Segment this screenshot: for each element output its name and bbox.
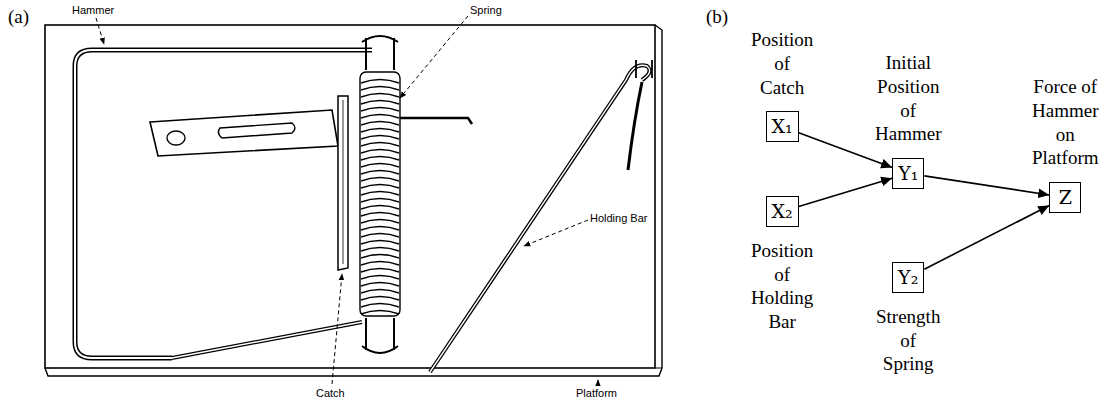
coil-winding (361, 199, 399, 203)
panel-label: (a) (8, 6, 29, 28)
variable-box: X₂ (766, 196, 799, 227)
variable-description: Strength of Spring (876, 305, 940, 376)
bar-cord (628, 82, 642, 170)
coil-winding (361, 108, 399, 112)
hammer-wire (75, 50, 372, 358)
variable-description: Position of Catch (751, 28, 813, 99)
catch-strip (343, 100, 344, 264)
coil-winding (361, 227, 399, 231)
holding-bar (430, 65, 650, 372)
coil-winding (361, 178, 399, 182)
coil-winding (361, 276, 399, 280)
hammer-arm (172, 322, 362, 358)
coil-winding (361, 171, 399, 175)
coil-winding (361, 87, 399, 91)
leader-line (332, 274, 342, 384)
coil-winding (361, 94, 399, 98)
platform-edge (655, 368, 662, 369)
coil-winding (361, 136, 399, 140)
catch-strip (338, 96, 348, 270)
coil-winding (361, 220, 399, 224)
panel-label: (b) (706, 6, 728, 28)
spring-arm (400, 118, 472, 124)
variable-node: Position of CatchX₁ (751, 28, 813, 142)
hammer-arm (172, 322, 362, 358)
spring-coils (361, 80, 399, 315)
variable-description: Initial Position of Hammer (875, 51, 941, 146)
coil-winding (361, 290, 399, 294)
coil-winding (361, 192, 399, 196)
coil-winding (361, 262, 399, 266)
coil-winding (361, 143, 399, 147)
leader-line (400, 16, 468, 98)
coil-winding (361, 129, 399, 133)
part-name: Spring (470, 4, 502, 16)
coil-winding (361, 80, 399, 84)
coil-winding (361, 304, 399, 308)
coil-winding (361, 115, 399, 119)
coil-winding (361, 234, 399, 238)
variable-box: X₁ (766, 111, 799, 142)
coil-winding (361, 164, 399, 168)
variable-node: Y₂ Strength of Spring (876, 262, 940, 376)
leader-line (524, 220, 588, 246)
part-name: Platform (576, 387, 617, 399)
causal-arrow (924, 206, 1049, 270)
variable-node: Force of Hammer on PlatformZ (1032, 75, 1099, 213)
coil-winding (361, 269, 399, 273)
holding-bar (430, 65, 650, 372)
coil-winding (361, 248, 399, 252)
coil-winding (361, 150, 399, 154)
coil-winding (361, 283, 399, 287)
platform-edge (45, 25, 662, 376)
spring-body (360, 72, 400, 316)
coil-winding (361, 122, 399, 126)
variable-node: X₂ Position of Holding Bar (751, 196, 813, 334)
part-name: Holding Bar (590, 212, 647, 224)
variable-description: Position of Holding Bar (751, 239, 813, 334)
leader-line (598, 380, 599, 385)
variable-node: Initial Position of HammerY₁ (875, 51, 941, 189)
causal-arrow (924, 176, 1049, 195)
variable-box: Y₂ (892, 262, 924, 293)
variable-box: Y₁ (892, 158, 924, 189)
catch-plate (150, 110, 338, 156)
coil-winding (361, 157, 399, 161)
coil-winding (361, 185, 399, 189)
coil-winding (361, 101, 399, 105)
variable-box: Z (1049, 182, 1081, 213)
coil-winding (361, 297, 399, 301)
leader-line (96, 18, 104, 44)
catch-slot (218, 123, 295, 138)
causal-arrow (799, 178, 892, 206)
coil-winding (361, 241, 399, 245)
catch-hole (167, 131, 185, 145)
staple (636, 60, 652, 78)
coil-winding (361, 206, 399, 210)
coil-winding (361, 255, 399, 259)
staple (362, 36, 398, 70)
staple (362, 318, 398, 353)
hammer-wire (75, 50, 372, 358)
part-name: Catch (316, 387, 345, 399)
variable-description: Force of Hammer on Platform (1032, 75, 1099, 170)
coil-winding (361, 213, 399, 217)
coil-winding (361, 311, 399, 315)
part-name: Hammer (72, 4, 114, 16)
platform-top (45, 25, 655, 368)
